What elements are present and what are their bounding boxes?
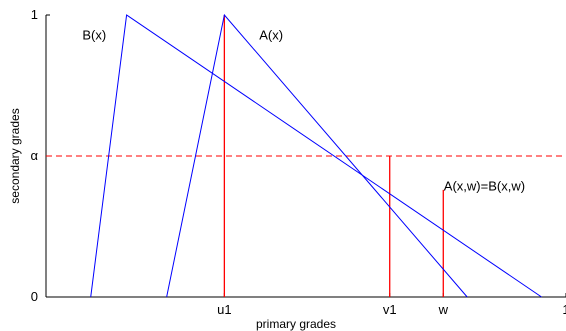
x-tick-labels: u1 v1 w 1 — [217, 302, 566, 317]
y-tick-label: 1 — [31, 7, 38, 22]
y-tick-labels: 0 α 1 — [30, 7, 38, 304]
plot-area: u1 v1 w 1 0 α 1 B(x) A(x) A(x,w)=B(x,w) — [30, 7, 566, 317]
x-tick-label: u1 — [217, 302, 231, 317]
series-line-ax — [166, 13, 468, 298]
annotation-label: A(x) — [259, 28, 283, 43]
y-tick-label: α — [30, 148, 38, 163]
annotations-layer: B(x) A(x) A(x,w)=B(x,w) — [82, 28, 525, 194]
y-tick-label: 0 — [31, 289, 38, 304]
x-tick-label: v1 — [383, 302, 397, 317]
y-axis-label: secondary grades — [8, 108, 22, 203]
annotation-label: B(x) — [82, 28, 106, 43]
annotation-label: A(x,w)=B(x,w) — [444, 179, 525, 194]
x-axis-label: primary grades — [256, 317, 336, 331]
series-layer — [90, 13, 542, 298]
x-tick-label: w — [438, 302, 449, 317]
x-tick-label: 1 — [562, 302, 566, 317]
series-line-bx — [90, 14, 542, 298]
vertical-lines-layer — [223, 15, 444, 297]
